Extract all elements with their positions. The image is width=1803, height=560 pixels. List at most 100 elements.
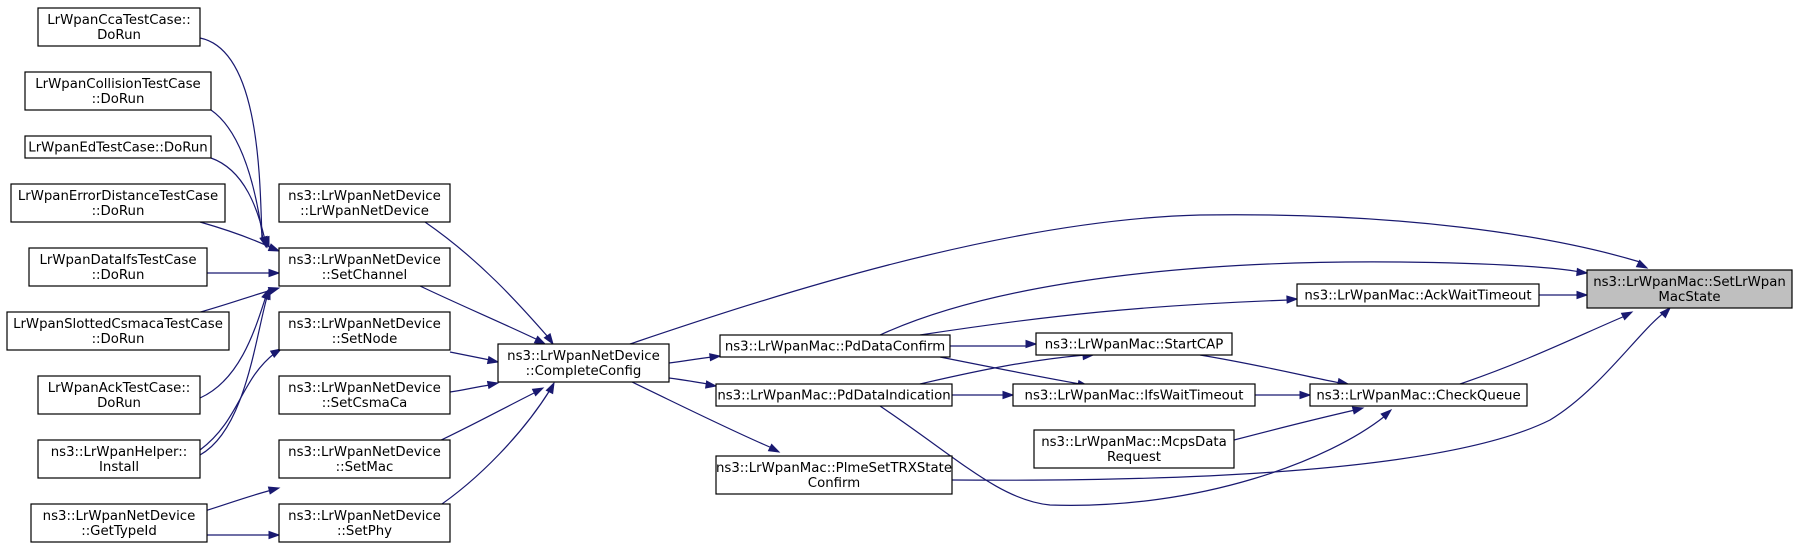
node-slotted[interactable]: LrWpanSlottedCsmacaTestCase::DoRun <box>6 311 230 351</box>
node-setphy-box <box>278 503 451 543</box>
node-setnode[interactable]: ns3::LrWpanNetDevice::SetNode <box>278 311 451 351</box>
node-setphy[interactable]: ns3::LrWpanNetDevice::SetPhy <box>278 503 451 543</box>
edge-pddataconfirm-ackwait <box>919 295 1299 336</box>
node-helper[interactable]: ns3::LrWpanHelper::Install <box>37 439 201 479</box>
edge-mcpsdata-checkqueue-line <box>1233 409 1356 441</box>
node-startcap-box <box>1035 332 1233 356</box>
node-checkqueue-box <box>1309 383 1528 407</box>
node-setchannel-label-2: ::SetChannel <box>322 268 407 283</box>
edge-gettypeid-setphy <box>207 530 281 540</box>
node-setmac[interactable]: ns3::LrWpanNetDevice::SetMac <box>278 439 451 479</box>
edge-helper-setnode-line <box>199 352 276 451</box>
node-slotted-label-1: LrWpanSlottedCsmacaTestCase <box>13 317 223 332</box>
node-ackwait-label-1: ns3::LrWpanMac::AckWaitTimeout <box>1304 289 1531 304</box>
edge-setchannel-completeconfig <box>419 285 547 345</box>
node-helper-label-1: ns3::LrWpanHelper:: <box>51 445 188 460</box>
edge-ctor-completeconfig-arrowhead <box>543 332 554 346</box>
edge-completeconfig-plmeset <box>631 381 781 453</box>
node-setmac-label-2: ::SetMac <box>336 460 394 475</box>
node-ctor-label-1: ns3::LrWpanNetDevice <box>288 189 441 204</box>
edge-ctor-completeconfig-line <box>424 221 549 338</box>
node-ctor-label-2: ::LrWpanNetDevice <box>300 204 429 219</box>
node-plmeset-label-2: Confirm <box>808 476 860 491</box>
edge-ed-setchannel <box>210 157 270 249</box>
edge-startcap-checkqueue <box>1199 354 1350 387</box>
edge-completeconfig-plmeset-arrowhead <box>767 443 781 453</box>
node-ifswait-label-1: ns3::LrWpanMac::IfsWaitTimeout <box>1025 389 1244 404</box>
edge-ed-setchannel-arrowhead <box>261 235 270 249</box>
edge-pddataconfirm-ackwait-line <box>919 299 1290 336</box>
node-errdist-label-2: ::DoRun <box>92 204 145 219</box>
node-mcpsdata-label-1: ns3::LrWpanMac::McpsData <box>1041 435 1227 450</box>
edge-gettypeid-setmac-arrowhead <box>267 486 281 495</box>
node-gettypeid-label-1: ns3::LrWpanNetDevice <box>43 509 196 524</box>
edge-pddataconfirm-setstate <box>879 261 1589 336</box>
edge-setnode-completeconfig-arrowhead <box>486 355 500 365</box>
node-ackwait[interactable]: ns3::LrWpanMac::AckWaitTimeout <box>1296 283 1540 307</box>
node-ctor[interactable]: ns3::LrWpanNetDevice::LrWpanNetDevice <box>278 183 451 223</box>
node-pddataconfirm[interactable]: ns3::LrWpanMac::PdDataConfirm <box>719 334 951 358</box>
node-setnode-label-1: ns3::LrWpanNetDevice <box>288 317 441 332</box>
node-pddataconfirm-label-1: ns3::LrWpanMac::PdDataConfirm <box>725 340 945 355</box>
node-ifswait[interactable]: ns3::LrWpanMac::IfsWaitTimeout <box>1012 383 1256 407</box>
edge-dataifs-setchannel-arrowhead <box>268 268 281 278</box>
edge-setcsmaca-completeconfig-arrowhead <box>486 380 500 390</box>
edge-setphy-completeconfig-arrowhead <box>545 381 555 395</box>
edge-pddataindication-ifswait-arrowhead <box>1002 390 1015 400</box>
edge-errdist-setchannel <box>199 221 281 252</box>
node-collision[interactable]: LrWpanCollisionTestCase::DoRun <box>24 71 212 111</box>
node-dataifs[interactable]: LrWpanDataIfsTestCase::DoRun <box>28 247 208 287</box>
node-completeconfig-box <box>497 343 670 383</box>
node-setphy-label-2: ::SetPhy <box>337 524 392 539</box>
edge-setcsmaca-completeconfig-line <box>449 384 491 393</box>
node-setchannel-label-1: ns3::LrWpanNetDevice <box>288 253 441 268</box>
node-setmac-label-1: ns3::LrWpanNetDevice <box>288 445 441 460</box>
node-ackwait-box <box>1296 283 1540 307</box>
edge-ed-setchannel-line <box>210 157 266 241</box>
edge-plmeset-setstate-arrowhead <box>1659 306 1672 319</box>
edge-checkqueue-setstate-line <box>1459 315 1626 385</box>
node-cca[interactable]: LrWpanCcaTestCase::DoRun <box>37 7 201 47</box>
edge-gettypeid-setmac <box>194 486 281 515</box>
node-helper-label-2: Install <box>99 460 139 475</box>
node-ack-label-2: DoRun <box>97 396 141 411</box>
node-pddataindication[interactable]: ns3::LrWpanMac::PdDataIndication <box>715 383 953 407</box>
node-ack[interactable]: LrWpanAckTestCase::DoRun <box>37 375 201 415</box>
node-setcsmaca-label-2: ::SetCsmaCa <box>322 396 408 411</box>
node-plmeset-label-1: ns3::LrWpanMac::PlmeSetTRXState <box>716 461 952 476</box>
node-setchannel[interactable]: ns3::LrWpanNetDevice::SetChannel <box>278 247 451 287</box>
node-pddataindication-box <box>715 383 953 407</box>
node-gettypeid-box <box>30 503 208 543</box>
edge-gettypeid-setphy-arrowhead <box>268 530 281 540</box>
edge-completeconfig-pddataindication-arrowhead <box>704 380 718 389</box>
edge-helper-setchannel-arrowhead <box>262 287 271 301</box>
edge-mcpsdata-checkqueue-arrowhead <box>1351 406 1365 415</box>
node-startcap[interactable]: ns3::LrWpanMac::StartCAP <box>1035 332 1233 356</box>
edge-pddataconfirm-ifswait <box>939 356 1090 389</box>
edge-dataifs-setchannel <box>207 268 281 278</box>
edge-setnode-completeconfig <box>449 351 500 365</box>
node-ed-box <box>24 135 212 159</box>
node-setcsmaca[interactable]: ns3::LrWpanNetDevice::SetCsmaCa <box>278 375 451 415</box>
node-collision-label-1: LrWpanCollisionTestCase <box>35 77 200 92</box>
node-checkqueue[interactable]: ns3::LrWpanMac::CheckQueue <box>1309 383 1528 407</box>
node-setstate-label-1: ns3::LrWpanMac::SetLrWpan <box>1593 275 1786 290</box>
node-setnode-label-2: ::SetNode <box>332 332 398 347</box>
node-completeconfig[interactable]: ns3::LrWpanNetDevice::CompleteConfig <box>497 343 670 383</box>
node-setchannel-box <box>278 247 451 287</box>
node-errdist-label-1: LrWpanErrorDistanceTestCase <box>18 189 218 204</box>
edge-cca-setchannel-line <box>199 37 263 241</box>
edge-pddataconfirm-startcap-arrowhead <box>1025 339 1038 349</box>
node-dataifs-label-1: LrWpanDataIfsTestCase <box>39 253 196 268</box>
node-pddataconfirm-box <box>719 334 951 358</box>
node-errdist[interactable]: LrWpanErrorDistanceTestCase::DoRun <box>10 183 226 223</box>
edge-ackwait-setstate-arrowhead <box>1576 290 1589 300</box>
node-gettypeid-label-2: ::GetTypeId <box>81 524 157 539</box>
node-ed[interactable]: LrWpanEdTestCase::DoRun <box>24 135 212 159</box>
node-ack-label-1: LrWpanAckTestCase:: <box>48 381 191 396</box>
edge-pddataconfirm-startcap <box>950 339 1038 349</box>
node-gettypeid[interactable]: ns3::LrWpanNetDevice::GetTypeId <box>30 503 208 543</box>
